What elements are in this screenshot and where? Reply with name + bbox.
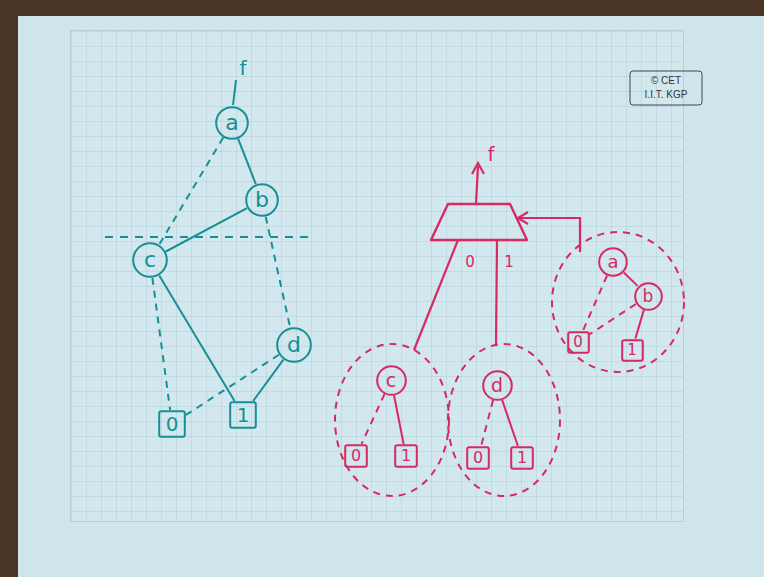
node-label: a: [607, 253, 618, 271]
output-label: f: [239, 58, 246, 78]
low-edge: [362, 394, 385, 444]
copyright-box: [630, 71, 702, 105]
terminal-box: 1: [621, 339, 644, 362]
cut-line: [105, 236, 308, 238]
terminal-box: 1: [229, 401, 257, 429]
terminal-box: 1: [394, 444, 418, 468]
node-label: 0: [573, 335, 583, 350]
output-label: f: [488, 145, 495, 164]
mux-input-1: [496, 240, 497, 346]
node-label: c: [386, 371, 396, 390]
variable-node: a: [215, 106, 249, 140]
node-label: 1: [401, 448, 411, 464]
watermark: © CET: [651, 76, 681, 86]
node-label: d: [491, 376, 503, 395]
node-label: 0: [166, 414, 179, 434]
terminal-box: 0: [466, 446, 490, 470]
low-edge: [583, 276, 607, 331]
node-label: b: [643, 288, 654, 305]
variable-node: c: [376, 365, 407, 396]
node-label: b: [255, 189, 269, 211]
node-label: d: [287, 334, 301, 356]
mux-output: [476, 166, 478, 204]
low-edge: [266, 217, 290, 328]
low-edge: [159, 138, 223, 245]
input-label: 1: [504, 255, 514, 270]
group-outline: [448, 344, 560, 496]
mux-input-0: [414, 240, 458, 350]
output-line: [233, 80, 236, 105]
node-label: 1: [627, 343, 637, 358]
terminal-box: 0: [158, 410, 186, 438]
node-label: 0: [473, 450, 483, 466]
arrowhead: [472, 163, 484, 174]
node-label: 1: [237, 405, 250, 425]
low-edge: [481, 400, 493, 446]
high-edge: [253, 360, 283, 401]
high-edge: [166, 208, 247, 251]
node-label: 0: [351, 448, 361, 464]
high-edge: [502, 400, 518, 446]
terminal-box: 0: [344, 444, 368, 468]
variable-node: b: [245, 183, 279, 217]
variable-node: d: [276, 327, 312, 363]
group-outline: [552, 232, 684, 372]
variable-node: d: [482, 370, 513, 401]
terminal-box: 0: [567, 331, 590, 354]
terminal-box: 1: [510, 446, 534, 470]
variable-node: a: [598, 247, 628, 277]
grid-sheet: [70, 30, 684, 522]
node-label: c: [144, 249, 156, 271]
high-edge: [394, 395, 404, 444]
variable-node: c: [132, 242, 168, 278]
arrowhead: [518, 212, 528, 224]
input-label: 0: [465, 255, 475, 270]
low-edge: [152, 278, 170, 410]
high-edge: [635, 310, 643, 339]
high-edge: [159, 275, 234, 401]
node-label: 1: [517, 450, 527, 466]
node-label: a: [225, 112, 238, 134]
watermark: I.I.T. KGP: [645, 90, 688, 100]
low-edge: [590, 304, 636, 334]
mux-symbol: [431, 204, 527, 240]
high-edge: [238, 139, 256, 184]
variable-node: b: [634, 282, 663, 311]
high-edge: [624, 272, 638, 285]
group-outline: [335, 344, 449, 496]
